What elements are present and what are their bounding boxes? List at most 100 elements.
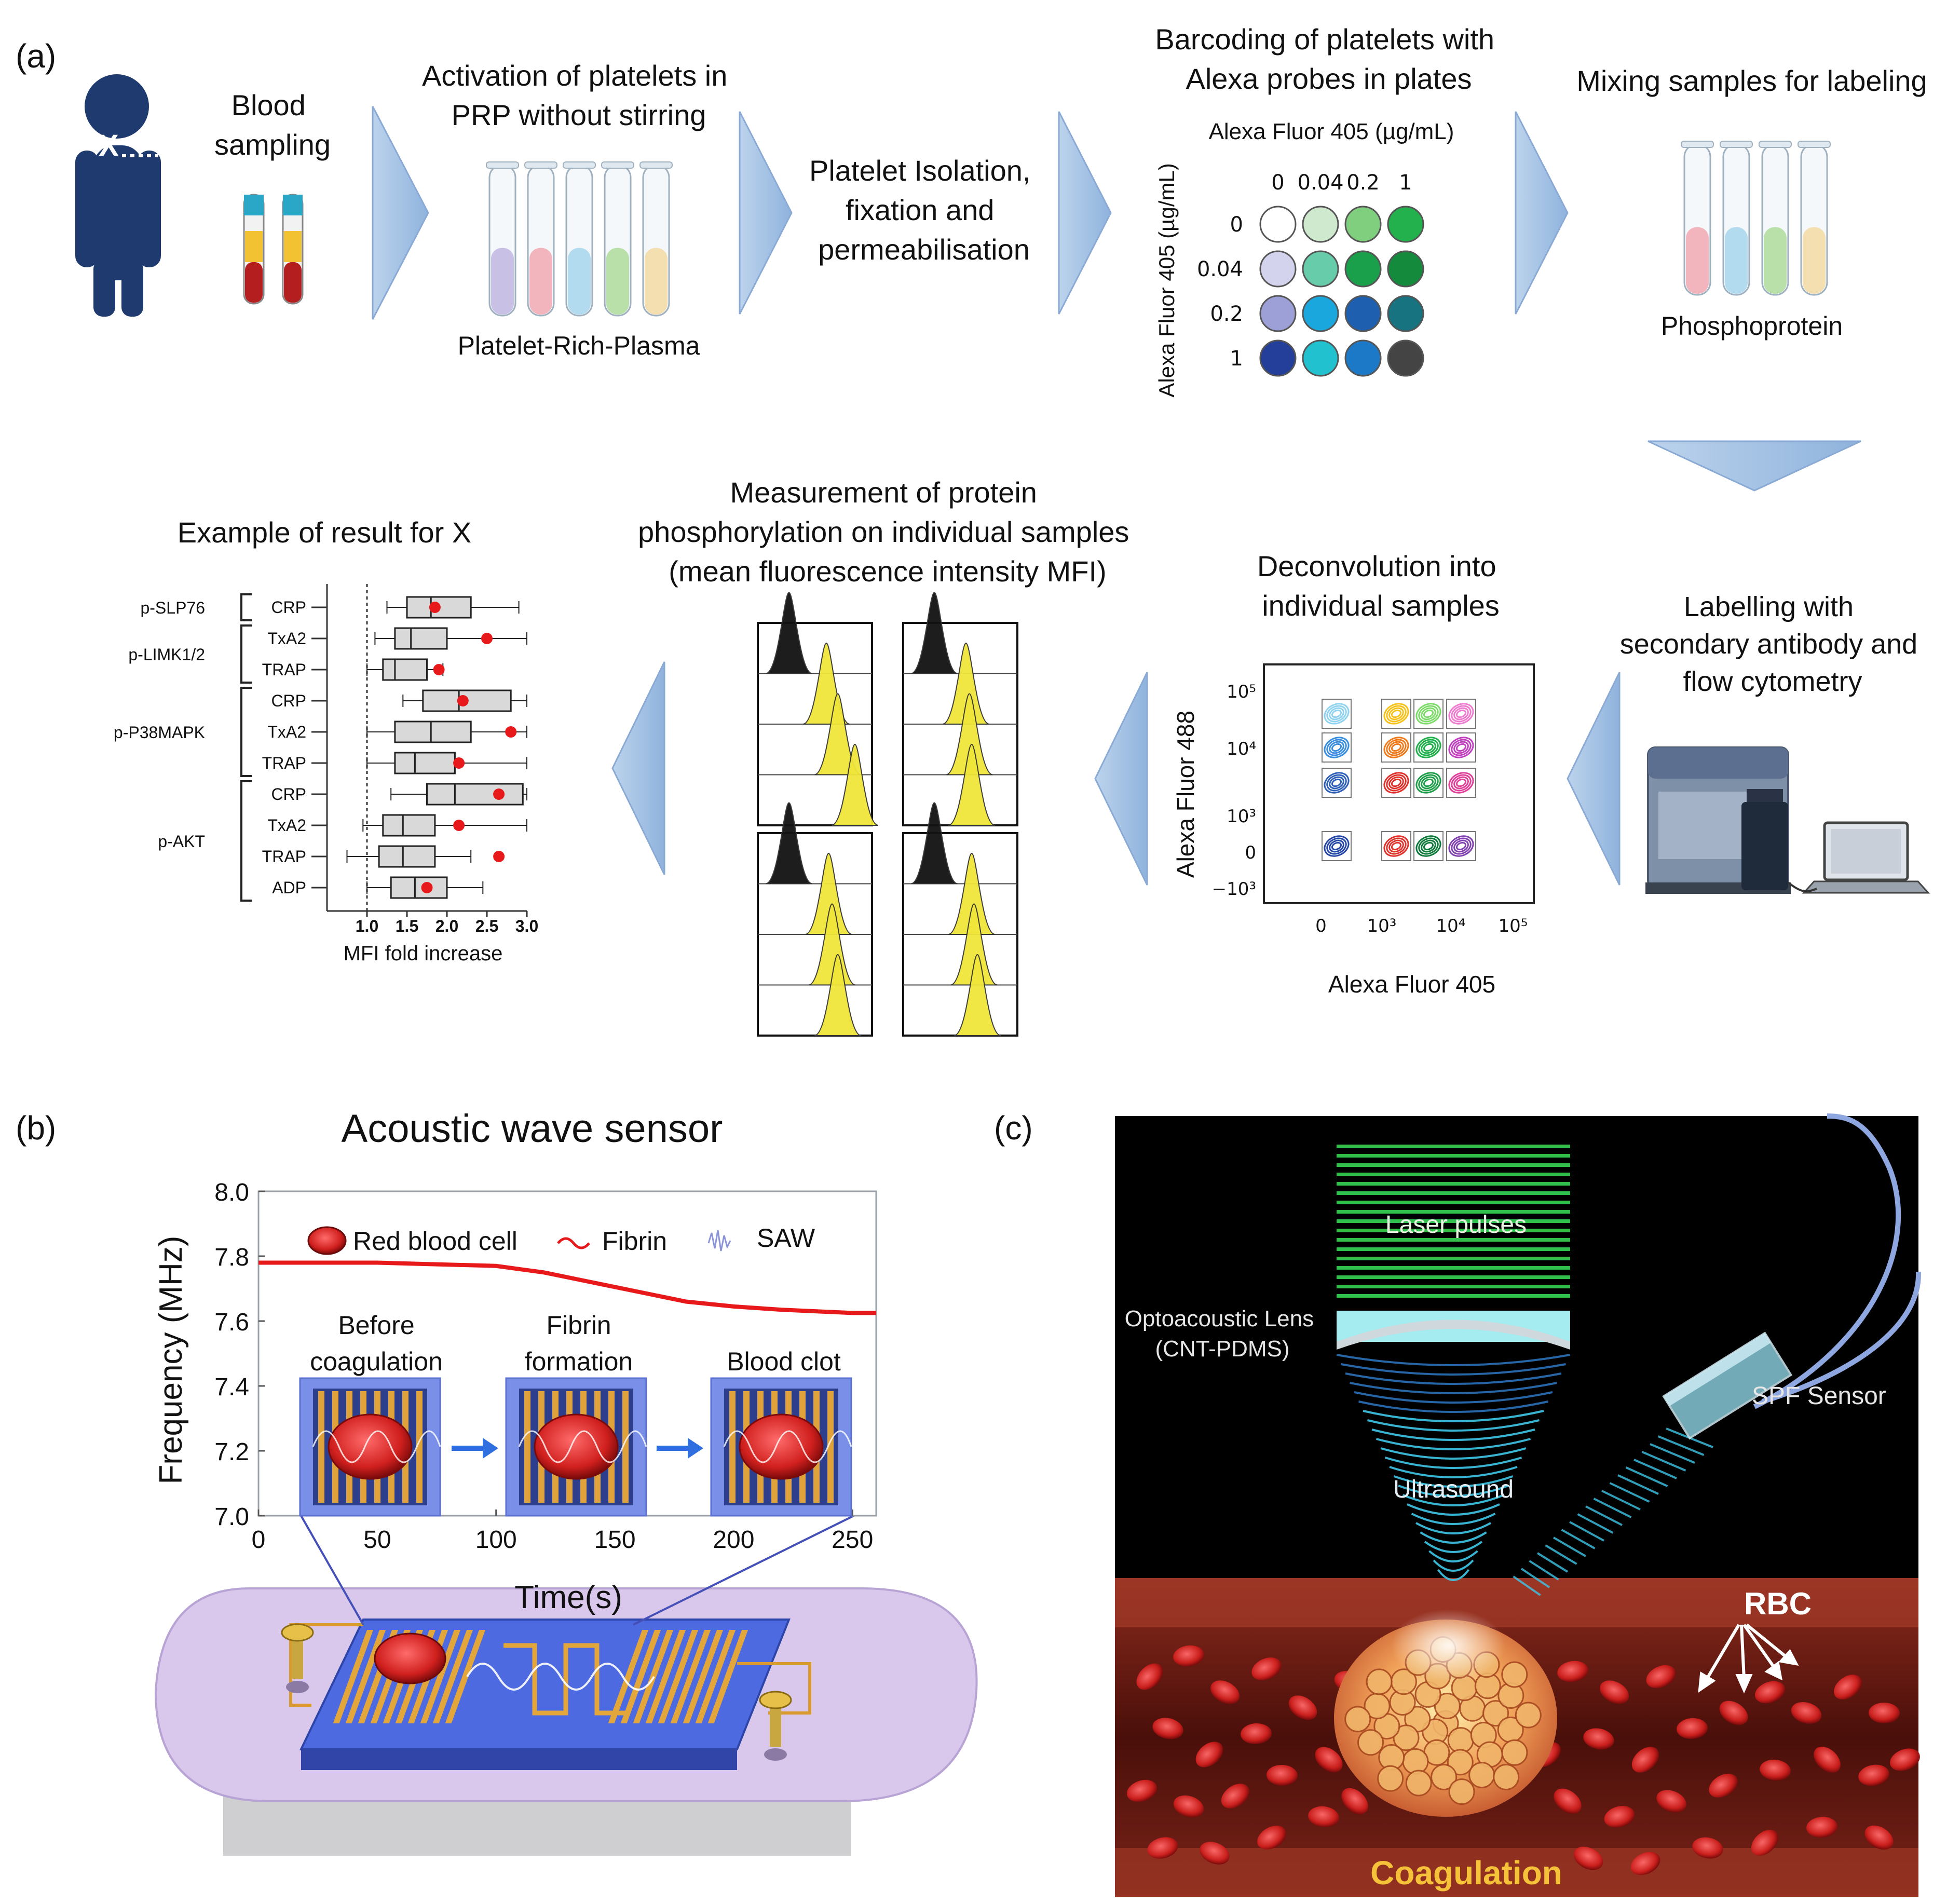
clot-cell: [1482, 1700, 1509, 1727]
flow-arrow-6: [1567, 672, 1621, 886]
legend-saw-icon: [707, 1230, 731, 1252]
stage-electrode-finger: [318, 1391, 324, 1503]
sensor-wave: [1633, 1459, 1677, 1479]
stage-label-line: coagulation: [310, 1347, 443, 1376]
flow-gate: [1446, 732, 1476, 763]
sensor-title: Acoustic wave sensor: [342, 1107, 723, 1151]
rbc-cell: [1858, 1764, 1889, 1786]
laser-line: [1337, 1191, 1570, 1195]
optical-fiber: [1753, 1113, 1901, 1409]
flow-contour: [1415, 703, 1441, 725]
boxplot-x-point: [429, 602, 441, 613]
flow-gate: [1413, 732, 1444, 763]
boxplot-group-label: p-SLP76: [140, 599, 205, 617]
panel-label-c: (c): [994, 1109, 1033, 1147]
panel-label-b: (b): [16, 1109, 56, 1147]
boxplot-row-label: CRP: [271, 598, 306, 617]
clot-cell: [1393, 1724, 1420, 1751]
laser-line: [1337, 1247, 1570, 1251]
sensor-wave: [1529, 1560, 1559, 1581]
boxplot-row-label: TRAP: [262, 660, 306, 679]
flow-contour: [1329, 839, 1344, 853]
plate-col-label: 0: [1271, 171, 1284, 195]
flow-contour: [1329, 707, 1344, 720]
plate-well: [1259, 206, 1297, 243]
rbc-cell: [1557, 1661, 1588, 1682]
rbc-cell: [1288, 1695, 1317, 1720]
mixing-title: Mixing samples for labeling: [1576, 64, 1927, 97]
clot-cell: [1501, 1739, 1528, 1766]
legend-rbc-icon: [307, 1226, 347, 1255]
rbc-cell: [1241, 1723, 1272, 1745]
clot-cell: [1447, 1749, 1474, 1776]
tube-liquid-3: [606, 248, 629, 315]
plate-col-label: 1: [1399, 171, 1412, 195]
clot-cell: [1357, 1729, 1384, 1756]
boxplot-group-bracket: [240, 593, 252, 621]
flow-gate: [1446, 831, 1476, 861]
tube-rim-3: [601, 161, 634, 169]
measure-line3: (mean fluorescence intensity MFI): [669, 555, 1106, 588]
line-ytick-label: 7.2: [214, 1438, 249, 1466]
flow-arrow-2: [739, 111, 793, 315]
plate-top-axis-title: Alexa Fluor 405 (µg/mL): [1209, 119, 1454, 144]
rbc-arrows: [1698, 1623, 1799, 1694]
flow-contour: [1326, 705, 1347, 723]
line-xtick-label: 200: [713, 1526, 754, 1554]
tube-rim-1: [524, 161, 557, 169]
mixing-tubes: [1681, 141, 1831, 296]
panel-c: (c) Laser pulses Optoacoustic Lens (CNT-…: [994, 1109, 1922, 1897]
lens-label: Optoacoustic Lens (CNT-PDMS): [1125, 1306, 1320, 1362]
laser-label: Laser pulses: [1385, 1211, 1527, 1239]
clot-cell: [1493, 1763, 1520, 1790]
idt-finger-right: [707, 1630, 748, 1723]
clot-cell: [1377, 1765, 1404, 1792]
boxplot-group-bracket: [240, 624, 252, 684]
plate-row-label: 0: [1230, 213, 1243, 237]
rbc-cell: [1890, 1748, 1920, 1771]
histogram-control-peak: [765, 802, 813, 885]
boxplot-group-label: p-AKT: [158, 832, 205, 851]
rbc-cell: [1210, 1680, 1240, 1704]
stage-label-line: formation: [525, 1347, 633, 1376]
tube-liquid-0: [1686, 227, 1709, 294]
ultrasound-arc: [1424, 1541, 1483, 1553]
flow-contour: [1418, 774, 1439, 792]
tube-rim-2: [563, 161, 596, 169]
histogram-sample-peak: [954, 954, 1001, 1036]
flow-arrow-1: [372, 106, 429, 320]
flow-contour: [1324, 737, 1350, 758]
rbc-cell: [1221, 1784, 1250, 1808]
idt-finger-right: [695, 1630, 736, 1723]
flow-contour: [1388, 776, 1404, 790]
plate-well: [1387, 206, 1424, 243]
flow-ytick: 10⁵: [1227, 682, 1256, 702]
rbc-cell: [1604, 1806, 1635, 1828]
flow-contour: [1383, 835, 1409, 857]
laser-line: [1337, 1266, 1570, 1270]
laser-line: [1337, 1229, 1570, 1232]
rbc-cell: [1573, 1846, 1603, 1870]
prp-caption: Platelet-Rich-Plasma: [458, 331, 700, 360]
laser-line: [1337, 1145, 1570, 1148]
activation-title: Activation of platelets in PRP without s…: [422, 59, 736, 131]
rbc-cell: [1308, 1806, 1339, 1828]
flow-contour: [1391, 778, 1402, 787]
person-icon: [75, 74, 161, 317]
stage-blood-drop: [739, 1413, 824, 1480]
histogram-sample-peak: [831, 743, 879, 826]
boxplot-group-bracket: [240, 780, 252, 902]
rbc-cell: [1677, 1718, 1708, 1739]
isolation-text: Platelet Isolation, fixation and permeab…: [809, 154, 1039, 266]
line-xtick-label: 0: [252, 1526, 266, 1554]
laser-line: [1337, 1294, 1570, 1298]
flow-xlabel: Alexa Fluor 405: [1328, 971, 1495, 998]
flow-cytometer-icon: [1645, 746, 1930, 894]
flow-gate: [1381, 768, 1411, 798]
legend-saw-label: SAW: [757, 1223, 815, 1253]
flow-contour: [1423, 841, 1434, 851]
tube-rim-1: [1720, 141, 1753, 148]
ultrasound-arc: [1389, 1466, 1518, 1478]
flow-contour: [1388, 839, 1404, 853]
